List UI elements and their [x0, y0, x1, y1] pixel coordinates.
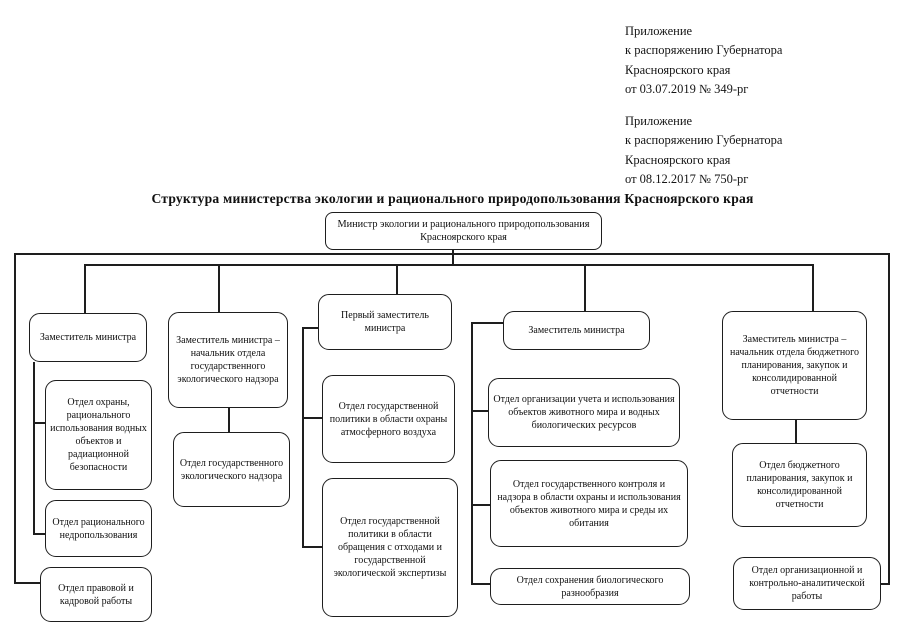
connector-drop-deputy4: [584, 264, 586, 311]
connector-outer-right: [888, 253, 890, 584]
node-dept-wildlife-accounting: Отдел организации учета и использования …: [488, 378, 680, 447]
node-first-deputy-minister: Первый заместитель министра: [318, 294, 452, 350]
connector-outer-left: [14, 253, 16, 584]
connector-col4-stub-accounting: [471, 410, 488, 412]
connector-col2-drop: [228, 408, 230, 432]
annex-reference-2: Приложение к распоряжению Губернатора Кр…: [625, 114, 783, 187]
page-title: Структура министерства экологии и рацион…: [151, 191, 754, 206]
connector-deputies-bus: [84, 264, 813, 266]
connector-col3-stub-waste: [302, 546, 322, 548]
connector-drop-deputy5: [812, 264, 814, 311]
connector-col5-drop: [795, 420, 797, 443]
connector-col1-rail: [33, 362, 35, 535]
node-dept-water-protection: Отдел охраны, рационального использовани…: [45, 380, 152, 490]
connector-minister-drop: [452, 250, 454, 266]
node-minister: Министр экологии и рационального природо…: [325, 212, 602, 250]
node-dept-org-analytics: Отдел организационной и контрольно-анали…: [733, 557, 881, 610]
node-dept-waste-policy: Отдел государственной политики в области…: [322, 478, 458, 617]
node-dept-wildlife-control: Отдел государственного контроля и надзор…: [490, 460, 688, 547]
node-dept-legal-hr: Отдел правовой и кадровой работы: [40, 567, 152, 622]
connector-outer-top: [14, 253, 890, 255]
annex-reference-1: Приложение к распоряжению Губернатора Кр…: [625, 24, 783, 97]
node-deputy-wildlife: Заместитель министра: [503, 311, 650, 350]
node-dept-biodiversity: Отдел сохранения биологического разнообр…: [490, 568, 690, 605]
connector-col4-stub-top: [471, 322, 503, 324]
node-dept-eco-supervision: Отдел государственного экологического на…: [173, 432, 290, 507]
node-dept-subsoil: Отдел рационального недропользования: [45, 500, 152, 557]
connector-col1-stub-water: [33, 422, 45, 424]
node-deputy-budget: Заместитель министра – начальник отдела …: [722, 311, 867, 420]
connector-col4-stub-control: [471, 504, 490, 506]
connector-col4-stub-biodiversity: [471, 583, 490, 585]
connector-col3-stub-top: [302, 327, 318, 329]
connector-col4-rail: [471, 322, 473, 584]
node-dept-air-policy: Отдел государственной политики в области…: [322, 375, 455, 463]
node-deputy-minister: Заместитель министра: [29, 313, 147, 362]
connector-drop-first-deputy: [396, 264, 398, 294]
connector-stub-legal: [14, 582, 40, 584]
connector-drop-deputy2: [218, 264, 220, 312]
connector-col1-stub-subsoil: [33, 533, 45, 535]
connector-stub-org: [881, 583, 890, 585]
connector-col3-stub-air: [302, 417, 322, 419]
connector-col3-rail: [302, 327, 304, 548]
connector-drop-deputy1: [84, 264, 86, 313]
node-dept-budget: Отдел бюджетного планирования, закупок и…: [732, 443, 867, 527]
node-deputy-eco-supervision: Заместитель министра – начальник отдела …: [168, 312, 288, 408]
